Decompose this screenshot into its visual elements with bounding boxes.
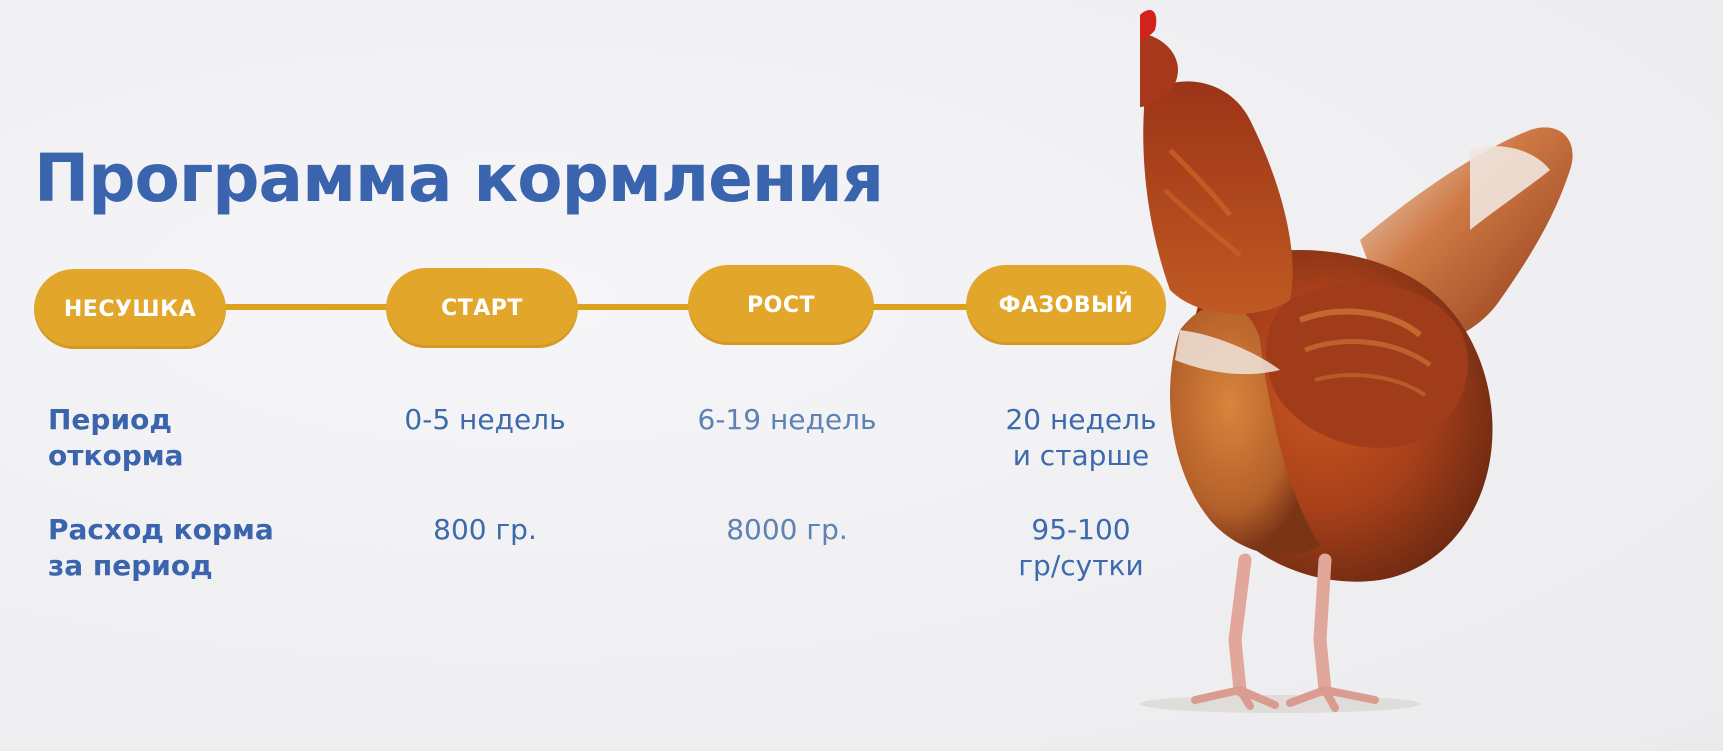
row-label-line: Расход корма xyxy=(48,513,274,546)
consumption-phase-value: 95-100 гр/сутки xyxy=(972,512,1190,584)
period-phase-line: 20 недель xyxy=(1005,403,1157,436)
period-phase-value: 20 недель и старше xyxy=(972,402,1190,474)
row-label-line: Период xyxy=(48,403,172,436)
period-phase-line: и старше xyxy=(1012,439,1150,472)
row-label-line: откорма xyxy=(48,439,184,472)
stage-pill-phase: ФАЗОВЫЙ xyxy=(966,265,1166,345)
row-label-consumption: Расход корма за период xyxy=(48,512,274,584)
stage-pill-label: НЕСУШКА xyxy=(63,296,197,322)
row-label-period: Период откорма xyxy=(48,402,184,474)
consumption-phase-line: гр/сутки xyxy=(1018,549,1144,582)
consumption-growth-value: 8000 гр. xyxy=(726,513,848,546)
stage-pill-growth: РОСТ xyxy=(688,265,874,345)
stage-pill-start: СТАРТ xyxy=(386,268,578,348)
period-growth-value: 6-19 недель xyxy=(697,403,877,436)
hen-icon xyxy=(1140,10,1573,713)
stage-pill-hen: НЕСУШКА xyxy=(34,269,226,349)
stage-pill-label: РОСТ xyxy=(747,292,815,318)
consumption-start-value: 800 гр. xyxy=(433,513,537,546)
page-title: Программа кормления xyxy=(34,140,884,217)
period-start-value: 0-5 недель xyxy=(404,403,566,436)
stages-connector-line xyxy=(150,304,1150,310)
consumption-phase-line: 95-100 xyxy=(1031,513,1131,546)
stage-pill-label: ФАЗОВЫЙ xyxy=(998,292,1134,318)
stage-pill-label: СТАРТ xyxy=(441,295,523,321)
row-label-line: за период xyxy=(48,549,213,582)
